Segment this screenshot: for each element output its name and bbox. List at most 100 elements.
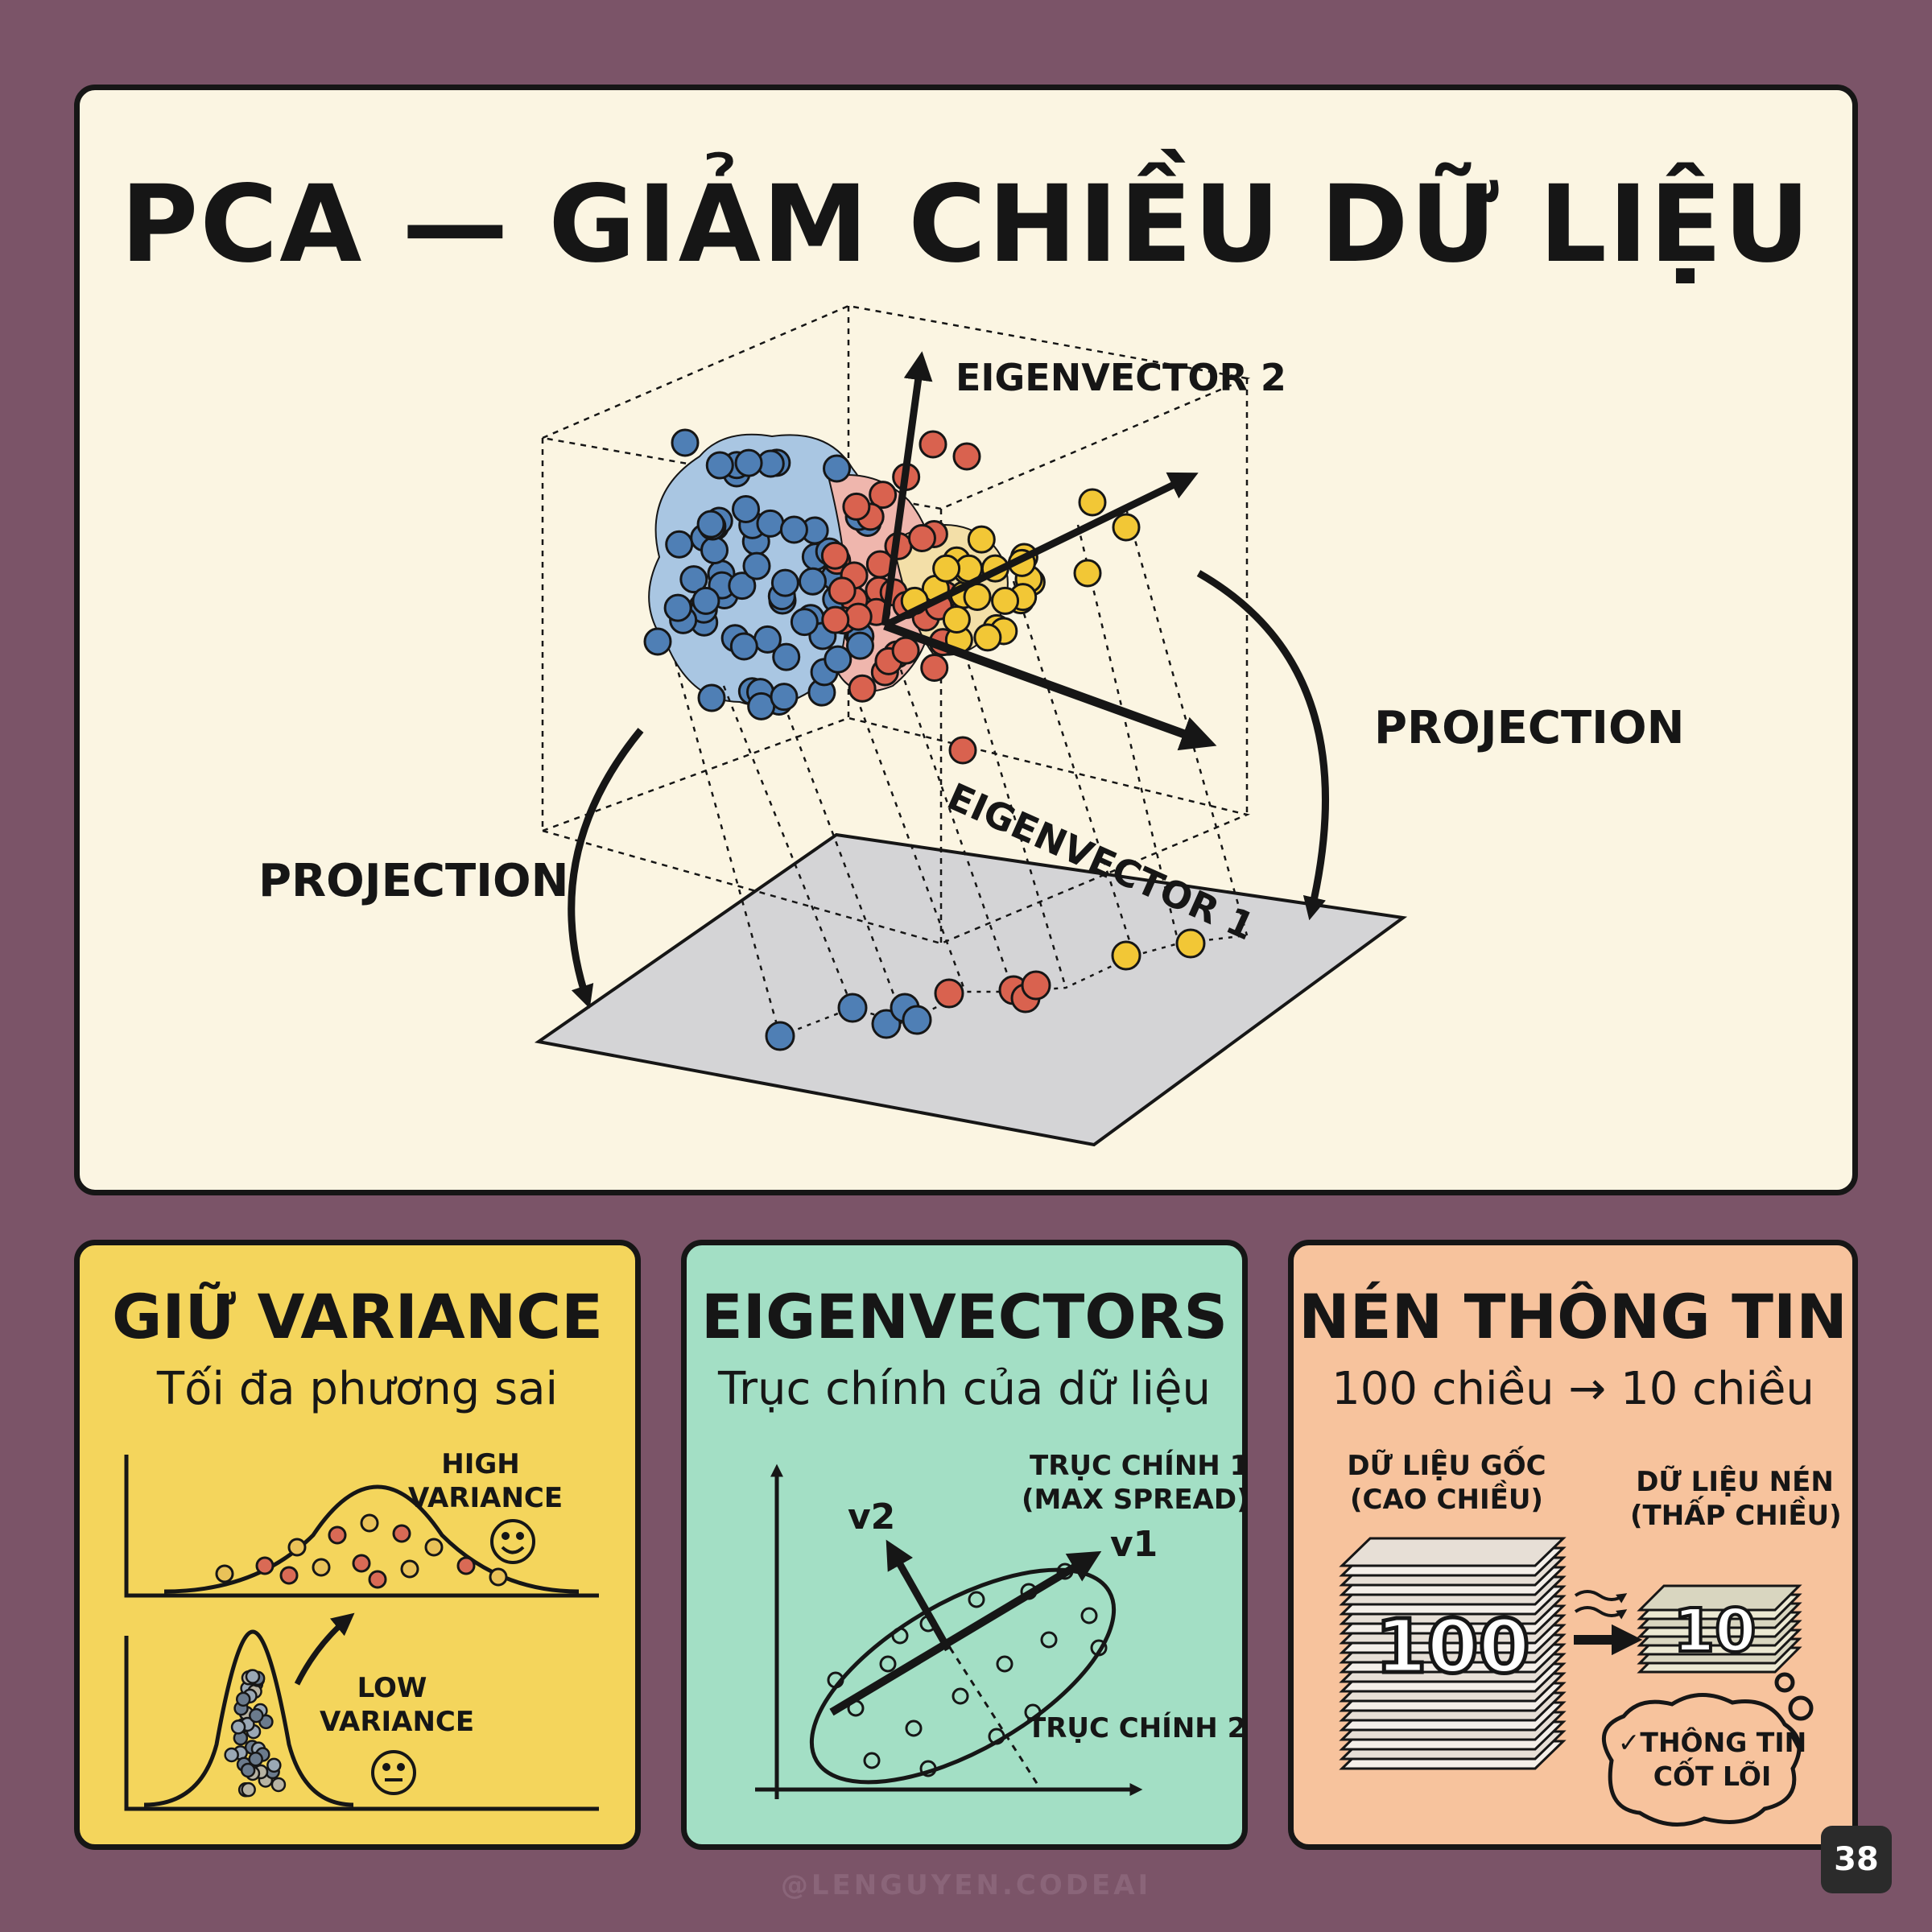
- data-point: [728, 572, 757, 601]
- data-point: [973, 623, 1002, 652]
- variance-dot: [368, 1570, 387, 1589]
- data-point: [696, 510, 725, 539]
- projected-point: [1111, 940, 1141, 971]
- variance-dot: [279, 1566, 299, 1585]
- variance-dot: [224, 1747, 239, 1763]
- variance-dot: [240, 1762, 256, 1778]
- variance-curves: [124, 1455, 599, 1811]
- stack-sheet: [1637, 1584, 1802, 1612]
- projection-label-left: PROJECTION: [258, 855, 569, 907]
- data-point: [842, 492, 871, 521]
- data-point: [942, 605, 971, 634]
- projected-point: [1021, 970, 1051, 1001]
- data-point: [679, 565, 708, 594]
- big-data-stack: [1339, 1537, 1567, 1770]
- pca-3d-diagram: [534, 304, 1408, 1147]
- ellipse-dot: [1024, 1703, 1042, 1721]
- variance-card-subtitle: Tối đa phương sai: [156, 1363, 559, 1415]
- data-point: [824, 645, 852, 674]
- variance-dot: [328, 1525, 347, 1545]
- data-point: [919, 430, 947, 459]
- data-point: [691, 586, 720, 615]
- data-point: [952, 442, 981, 471]
- big-stack-number: 100: [1373, 1602, 1532, 1692]
- data-point: [820, 541, 849, 570]
- projected-point: [902, 1005, 932, 1035]
- compressed-data-label-2: (THẤP CHIỀU): [1630, 1500, 1842, 1532]
- eigen-axes-figure: [755, 1463, 1143, 1799]
- small-data-stack: [1637, 1584, 1802, 1674]
- projected-point: [1175, 928, 1206, 959]
- v1-arrow: [829, 1550, 1102, 1716]
- compress-card-subtitle: 100 chiều → 10 chiều: [1331, 1363, 1814, 1415]
- projection-arrow-left: [568, 728, 644, 1009]
- projected-point: [837, 993, 868, 1023]
- eigenvector-2-arrow: [881, 351, 933, 626]
- neutral-face-icon: [371, 1750, 416, 1795]
- data-point: [779, 515, 808, 544]
- ellipse-dot: [952, 1687, 969, 1705]
- data-point: [1073, 559, 1102, 588]
- ellipse-dot: [879, 1655, 897, 1673]
- data-point: [967, 525, 996, 554]
- variance-dot: [312, 1558, 331, 1577]
- projected-points: [765, 928, 1206, 1051]
- variance-dot: [235, 1691, 251, 1707]
- variance-dot: [215, 1564, 234, 1583]
- variance-dot: [360, 1513, 379, 1533]
- ellipse-dot: [1040, 1631, 1058, 1649]
- projection-lines: [674, 508, 1249, 1037]
- ellipse-dot: [1090, 1639, 1108, 1657]
- v2-label: v2: [848, 1496, 896, 1538]
- page-number-badge: 38: [1821, 1826, 1892, 1893]
- main-panel: PCA — GIẢM CHIỀU DỮ LIỆU: [74, 85, 1858, 1195]
- data-point: [663, 593, 692, 622]
- data-point: [734, 448, 763, 477]
- ellipse-dot: [891, 1627, 909, 1645]
- low-variance-label-1: LOW: [357, 1672, 427, 1704]
- v1-label: v1: [1110, 1524, 1158, 1565]
- stack-sheet: [1339, 1537, 1567, 1567]
- data-point: [907, 523, 936, 552]
- data-point: [770, 568, 799, 597]
- ellipse-dot: [905, 1719, 923, 1737]
- eigenvectors-card: EIGENVECTORS Trục chính của dữ liệu v2 v…: [681, 1240, 1248, 1850]
- variance-dot: [489, 1567, 508, 1587]
- data-point: [823, 454, 852, 483]
- core-info-label-2: CỐT LÕI: [1653, 1761, 1772, 1792]
- data-point: [742, 551, 771, 580]
- smiley-icon: [490, 1519, 535, 1564]
- data-point: [821, 605, 850, 634]
- data-point: [729, 632, 758, 661]
- compress-arrows: [1574, 1590, 1643, 1656]
- original-data-label-1: DỮ LIỆU GỐC: [1347, 1450, 1546, 1482]
- variance-dot: [249, 1707, 264, 1724]
- data-point: [643, 627, 672, 656]
- data-point: [845, 631, 874, 660]
- variance-dot: [424, 1538, 444, 1557]
- compress-card: NÉN THÔNG TIN 100 chiều → 10 chiều DỮ LI…: [1288, 1240, 1858, 1850]
- core-info-cloud: [1602, 1672, 1814, 1827]
- ellipse-dot: [988, 1728, 1005, 1745]
- data-point: [920, 654, 949, 683]
- projected-point: [934, 978, 964, 1009]
- low-to-high-arrow: [294, 1612, 355, 1686]
- variance-dot: [266, 1757, 282, 1773]
- low-variance-label-2: VARIANCE: [320, 1706, 475, 1738]
- projected-path: [779, 934, 1248, 1038]
- projection-label-right: PROJECTION: [1374, 702, 1685, 754]
- high-variance-label-1: HIGH: [441, 1448, 520, 1480]
- variance-dot: [230, 1719, 246, 1735]
- ellipse-dot: [827, 1671, 844, 1689]
- data-point: [798, 567, 827, 596]
- eigenvector-2-label: EIGENVECTOR 2: [956, 356, 1286, 399]
- ellipse-dot: [1080, 1607, 1098, 1624]
- ellipse-dot: [996, 1655, 1013, 1673]
- v2-arrow: [886, 1539, 952, 1652]
- eigenvector-3-arrow: [883, 472, 1199, 630]
- variance-dot: [287, 1538, 307, 1557]
- variance-dot: [248, 1751, 263, 1767]
- data-point: [948, 736, 977, 765]
- projected-point: [765, 1021, 795, 1051]
- ellipse-dot: [863, 1752, 881, 1769]
